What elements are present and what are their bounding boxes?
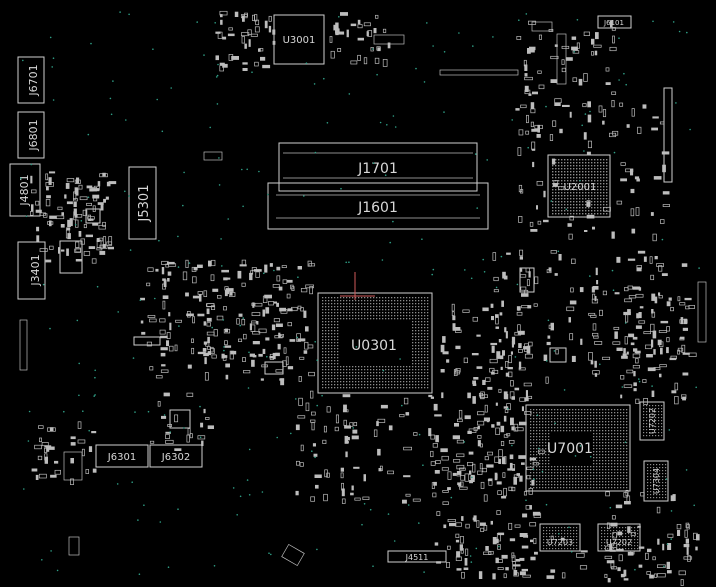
connector-right-long: [663, 87, 673, 183]
j4801-label: J4801: [18, 174, 31, 206]
chip-u3401: [59, 240, 83, 274]
component-small: [281, 543, 305, 567]
connector-j6302[interactable]: J6302: [149, 444, 203, 468]
j6701-label: J6701: [27, 64, 40, 96]
connector-j4801[interactable]: J4801: [9, 163, 41, 217]
chip-u7304[interactable]: U7304: [643, 460, 669, 502]
chip-u0301[interactable]: U0301: [317, 272, 433, 394]
connector-right-edge: [697, 281, 707, 343]
j6801-label: J6801: [27, 119, 40, 151]
u3001-label: U3001: [283, 35, 316, 46]
j4511-label: J4511: [405, 553, 429, 562]
u7203-label: U7203: [547, 538, 573, 547]
connector-small-left[interactable]: [19, 319, 80, 556]
u7001-label: U7001: [547, 441, 593, 457]
component-small: [531, 21, 553, 32]
connector-j5301[interactable]: J5301: [128, 166, 157, 240]
connector-j3401[interactable]: J3401: [17, 241, 46, 300]
u7304-label: U7304: [652, 468, 661, 494]
j6101-label: J6101: [603, 19, 624, 27]
component-small: [203, 151, 223, 161]
j5301-label: J5301: [137, 185, 152, 223]
chip-u7202-bottom[interactable]: U7202: [597, 523, 641, 552]
j3401-label: J3401: [29, 254, 42, 286]
u7202b-label: U7202: [606, 538, 632, 547]
slot-j1701[interactable]: J1701: [278, 142, 478, 192]
chip-u7203[interactable]: U7203: [539, 523, 581, 552]
connector-j6101[interactable]: J6101: [597, 15, 632, 29]
j6301-label: J6301: [107, 452, 136, 463]
chip-u3001[interactable]: U3001: [273, 14, 325, 65]
j1601-label: J1601: [357, 200, 398, 216]
u2001-label: U2001: [564, 182, 597, 193]
connector-j4511[interactable]: J4511: [387, 550, 447, 563]
j6302-label: J6302: [161, 452, 190, 463]
connector-j6801[interactable]: J6801: [17, 111, 45, 159]
component-strip: [439, 69, 519, 76]
u7202a-label: U7202: [648, 408, 657, 434]
connector-j6301[interactable]: J6301: [95, 444, 149, 468]
component-small: [264, 361, 284, 375]
chip-u7001[interactable]: U7001: [525, 404, 631, 492]
chip-u7202-right[interactable]: U7202: [639, 401, 665, 441]
passive-components: [20, 10, 700, 586]
j1701-label: J1701: [357, 161, 398, 177]
component-small: [169, 409, 191, 429]
chip-small: [549, 347, 567, 363]
component-small: [63, 451, 83, 481]
u0301-label: U0301: [351, 338, 397, 354]
slot-j1601[interactable]: J1601: [267, 182, 489, 230]
connector-j6701[interactable]: J6701: [17, 56, 45, 104]
